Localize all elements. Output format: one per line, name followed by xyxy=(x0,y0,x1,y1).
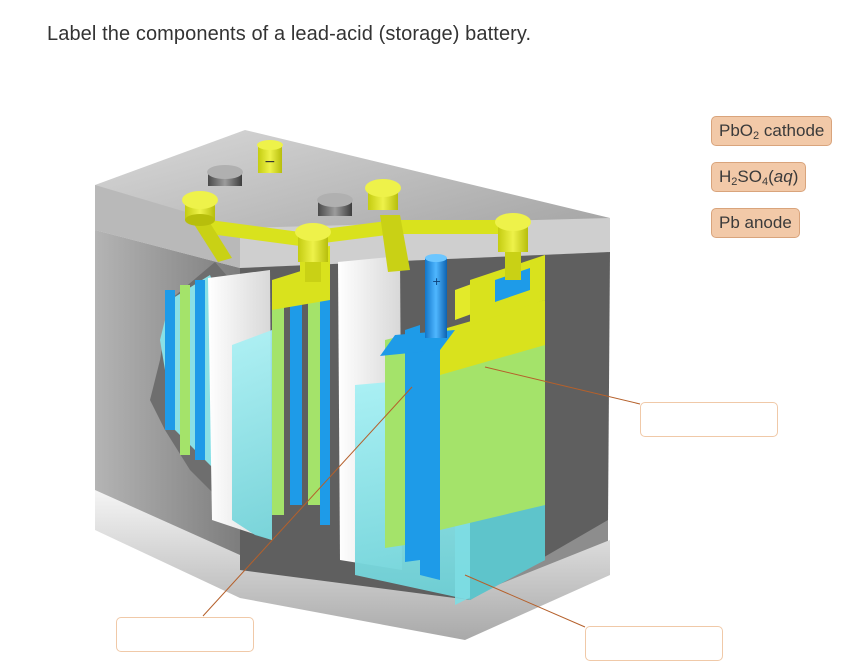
cell-posts xyxy=(182,179,531,282)
vent-caps xyxy=(207,165,353,216)
question-title: Label the components of a lead-acid (sto… xyxy=(47,23,532,45)
negative-sign: − xyxy=(264,154,276,170)
positive-sign: + xyxy=(432,275,441,288)
drop-target-upper-right[interactable] xyxy=(640,402,778,437)
leader-line-lower-right xyxy=(464,574,586,628)
drop-target-lower-right[interactable] xyxy=(585,626,723,661)
label-chip-pb-anode[interactable]: Pb anode xyxy=(711,208,800,238)
leader-line-upper-right xyxy=(484,366,641,405)
cell-compartments: + xyxy=(208,252,610,605)
label-chip-pbo2-cathode[interactable]: PbO2 cathode xyxy=(711,116,833,146)
drop-target-lower-left[interactable] xyxy=(116,617,254,652)
leader-lines xyxy=(202,366,641,628)
negative-terminal: − xyxy=(257,140,283,173)
leader-line-lower-left xyxy=(202,386,413,617)
label-chip-h2so4-aq[interactable]: H2SO4(aq) xyxy=(711,162,807,192)
chip-text: PbO xyxy=(719,121,754,140)
